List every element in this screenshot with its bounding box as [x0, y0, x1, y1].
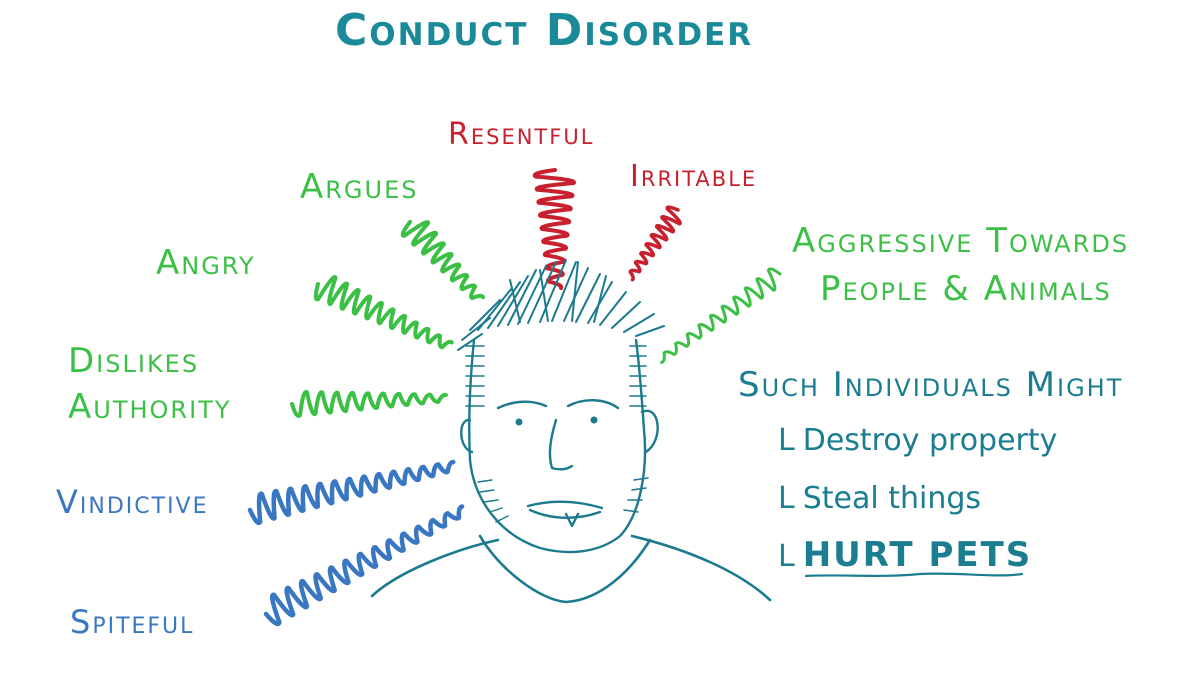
facial-features [498, 400, 618, 526]
trait-resentful: Resentful [448, 118, 594, 153]
mouth-top [528, 502, 602, 508]
behavior-label: Destroy property [803, 423, 1058, 458]
behavior-label-emphasized: HURT PETS [803, 535, 1033, 575]
trait-dislikes-line2: Authority [68, 388, 232, 427]
bullet-mark: L [778, 539, 795, 574]
trait-spiteful: Spiteful [70, 604, 194, 641]
trait-dislikes-line1: Dislikes [68, 342, 199, 381]
trait-angry: Angry [156, 244, 256, 283]
right-eyebrow [568, 400, 618, 408]
bullet-mark: L [778, 481, 795, 516]
left-eye [516, 419, 523, 426]
trait-irritable: Irritable [630, 160, 757, 195]
tooth [566, 514, 578, 526]
page-title: Conduct Disorder [335, 6, 753, 57]
trait-aggressive-line1: Aggressive Towards [792, 222, 1129, 261]
hair-spikes [458, 260, 664, 350]
trait-aggressive-line2: People & Animals [820, 270, 1112, 309]
trait-argues: Argues [300, 168, 419, 207]
head-outline [461, 340, 657, 552]
nose [550, 420, 572, 469]
behaviors-heading: Such Individuals Might [738, 366, 1123, 405]
right-eye [591, 417, 598, 424]
stubble-left [466, 346, 484, 406]
trait-vindictive: Vindictive [56, 484, 209, 521]
behavior-label: Steal things [803, 481, 981, 516]
left-eyebrow [498, 402, 546, 408]
shoulders [372, 536, 770, 602]
bullet-mark: L [778, 423, 795, 458]
